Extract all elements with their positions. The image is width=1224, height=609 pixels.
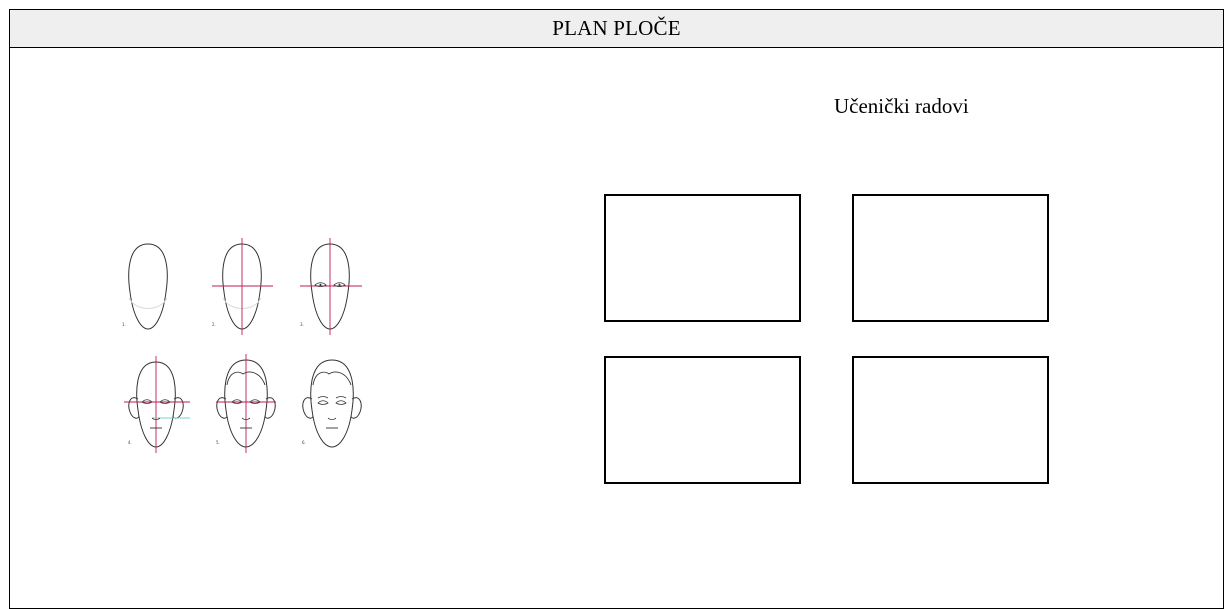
student-work-frame-1 <box>604 194 801 322</box>
face-step-1: 1. <box>122 244 167 329</box>
face-step-5: 5. <box>216 354 276 453</box>
face-step-6: 6. <box>302 360 361 447</box>
face-step-label: 3. <box>300 322 304 327</box>
board-plan-table: PLAN PLOČE Učenički radovi 1. 2. <box>9 9 1224 609</box>
student-work-frame-3 <box>604 356 801 484</box>
student-work-frame-2 <box>852 194 1049 322</box>
face-step-label: 6. <box>302 440 306 445</box>
board-plan-content: Učenički radovi 1. 2. <box>10 48 1223 608</box>
face-step-label: 5. <box>216 440 220 445</box>
face-step-2: 2. <box>212 238 273 335</box>
face-drawing-steps-illustration: 1. 2. 3. <box>108 232 370 464</box>
student-work-frame-4 <box>852 356 1049 484</box>
face-step-4: 4. <box>124 356 190 453</box>
board-plan-header: PLAN PLOČE <box>10 10 1223 48</box>
face-step-label: 1. <box>122 322 126 327</box>
board-plan-title: PLAN PLOČE <box>552 16 681 41</box>
student-works-caption: Učenički radovi <box>834 94 969 119</box>
face-step-label: 4. <box>128 440 132 445</box>
face-step-label: 2. <box>212 322 216 327</box>
face-step-3: 3. <box>300 238 362 335</box>
